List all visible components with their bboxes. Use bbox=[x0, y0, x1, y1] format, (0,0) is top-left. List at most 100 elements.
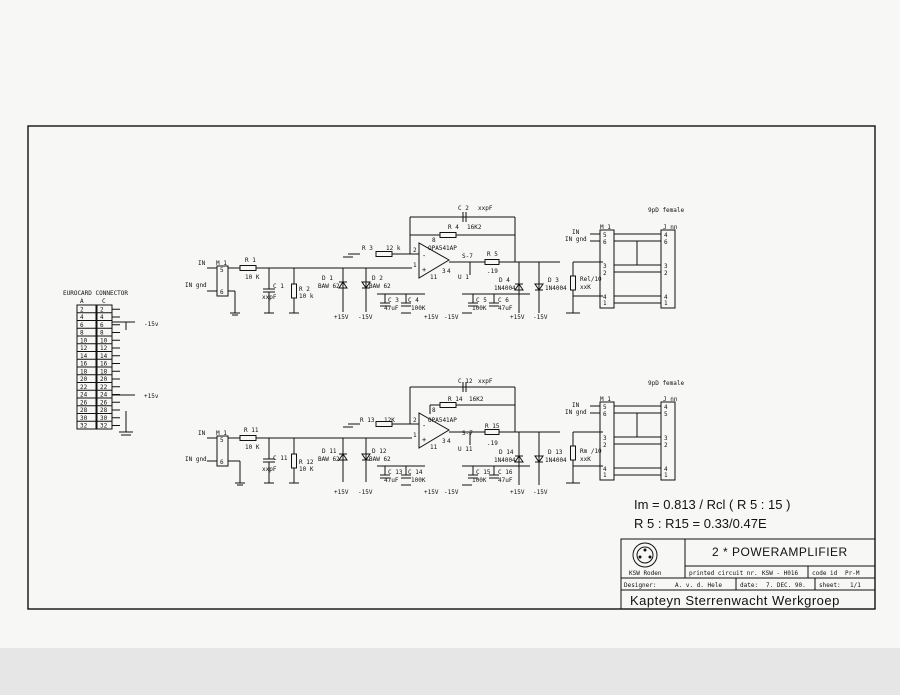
svg-text:-: - bbox=[422, 252, 426, 260]
ch1-r2-value: 10 k bbox=[299, 293, 314, 300]
ch2-r15-label: R 15 bbox=[485, 423, 500, 430]
ch1-d1-label: D 1 bbox=[322, 275, 333, 282]
ch2-c14-value: 100K bbox=[411, 477, 426, 484]
ch2-c11-value: xxpF bbox=[262, 466, 277, 473]
ch1-r5-value: .19 bbox=[487, 268, 498, 275]
svg-text:+15V: +15V bbox=[424, 489, 439, 496]
ch2-c12-label: C 12 bbox=[458, 378, 473, 385]
connector-title: EUROCARD CONNECTOR bbox=[63, 290, 128, 297]
svg-text:1: 1 bbox=[413, 262, 417, 269]
connector-pin-c: 28 bbox=[100, 407, 108, 414]
connector-pin-a: 10 bbox=[80, 337, 88, 344]
ch1-rl-label: Rel/10 bbox=[580, 276, 602, 283]
connector-pin-c: 16 bbox=[100, 361, 108, 368]
svg-text:-15V: -15V bbox=[533, 314, 548, 321]
connector-pin-c: 24 bbox=[100, 392, 108, 399]
ch2-out-in-label: IN bbox=[572, 402, 580, 409]
current-formula: Im = 0.813 / Rcl ( R 5 : 15 ) bbox=[634, 497, 790, 512]
svg-text:3: 3 bbox=[664, 263, 668, 270]
svg-text:2: 2 bbox=[413, 247, 417, 254]
connector-pin-a: 12 bbox=[80, 345, 88, 352]
code-label: code id bbox=[812, 570, 838, 577]
svg-text:6: 6 bbox=[220, 289, 224, 296]
connector-pin-a: 20 bbox=[80, 376, 88, 383]
ch1-out-m1-label: M 1 bbox=[600, 224, 611, 231]
svg-text:2: 2 bbox=[603, 442, 607, 449]
ch1-m1-label: M 1 bbox=[216, 260, 227, 267]
connector-pin-c: 14 bbox=[100, 353, 108, 360]
svg-text:3: 3 bbox=[442, 268, 446, 275]
svg-text:5: 5 bbox=[603, 232, 607, 239]
svg-text:6: 6 bbox=[603, 239, 607, 246]
svg-text:4: 4 bbox=[447, 268, 451, 275]
svg-text:2: 2 bbox=[413, 417, 417, 424]
connector-pin-a: 2 bbox=[80, 306, 84, 313]
ch1-j-label: J nn bbox=[663, 224, 678, 231]
ch1-out-header-label: 9pD female bbox=[648, 207, 685, 214]
ch2-r11-label: R 11 bbox=[244, 427, 259, 434]
ch1-d3-label: D 3 bbox=[548, 277, 559, 284]
drawing-frame bbox=[27, 125, 876, 610]
ch2-opamp-ref: U 11 bbox=[458, 446, 473, 453]
ch2-out-m1-label: M 1 bbox=[600, 396, 611, 403]
resistor-ratio-note: R 5 : R15 = 0.33/0.47E bbox=[634, 516, 767, 531]
svg-text:-15V: -15V bbox=[444, 314, 459, 321]
logo-caption: KSW Roden bbox=[629, 570, 662, 577]
ch1-r4-label: R 4 bbox=[448, 224, 459, 231]
connector-pin-c: 4 bbox=[100, 314, 104, 321]
svg-text:4: 4 bbox=[664, 404, 668, 411]
svg-text:5: 5 bbox=[664, 411, 668, 418]
ch1-c2-label: C 2 bbox=[458, 205, 469, 212]
channel-1-amplifier: IN IN gnd M 1 5 6 R 1 10 K C 1 xxpF R 2 … bbox=[185, 205, 685, 321]
ch1-opamp-label: OPA541AP bbox=[428, 245, 457, 252]
svg-text:S-7: S-7 bbox=[462, 253, 473, 260]
connector-pin-c: 22 bbox=[100, 384, 108, 391]
ch1-c2-value: xxpF bbox=[478, 205, 493, 212]
ch2-in-gnd-label: IN gnd bbox=[185, 456, 207, 463]
svg-text:11: 11 bbox=[430, 444, 438, 451]
ch2-in-label: IN bbox=[198, 430, 206, 437]
ch1-c3-label: C 3 bbox=[388, 297, 399, 304]
svg-text:+15V: +15V bbox=[510, 314, 525, 321]
ch2-j-label: J nn bbox=[663, 396, 678, 403]
ch1-r1-value: 10 K bbox=[245, 274, 260, 281]
svg-text:1: 1 bbox=[413, 432, 417, 439]
svg-text:+15V: +15V bbox=[510, 489, 525, 496]
svg-text:6: 6 bbox=[664, 239, 668, 246]
ch2-out-header-label: 9pD female bbox=[648, 380, 685, 387]
ch2-c16-value: 47uF bbox=[498, 477, 513, 484]
svg-text:6: 6 bbox=[220, 459, 224, 466]
ch2-c12-value: xxpF bbox=[478, 378, 493, 385]
ch1-c1-value: xxpF bbox=[262, 294, 277, 301]
connector-pin-a: 32 bbox=[80, 423, 88, 430]
svg-text:+15V: +15V bbox=[424, 314, 439, 321]
connector-pin-c: 32 bbox=[100, 423, 108, 430]
ch2-r15-value: .19 bbox=[487, 440, 498, 447]
ch1-r1-label: R 1 bbox=[245, 257, 256, 264]
ch2-c13-value: 47uF bbox=[384, 477, 399, 484]
ch1-d3-value: 1N4004 bbox=[545, 285, 567, 292]
connector-pin-a: 22 bbox=[80, 384, 88, 391]
ch2-opamp-label: OPA541AP bbox=[428, 417, 457, 424]
channel-2-amplifier: IN IN gnd M 1 5 6 R 11 10 K C 11 xxpF R … bbox=[185, 378, 685, 496]
ch1-c4-label: C 4 bbox=[408, 297, 419, 304]
svg-text:+: + bbox=[422, 266, 426, 274]
ch2-r11-value: 10 K bbox=[245, 444, 260, 451]
ch2-out-in-gnd-label: IN gnd bbox=[565, 409, 587, 416]
ch2-r13-value: 12K bbox=[384, 417, 395, 424]
ch2-c11-label: C 11 bbox=[273, 455, 288, 462]
svg-text:+: + bbox=[422, 436, 426, 444]
svg-text:-15V: -15V bbox=[358, 489, 373, 496]
connector-pin-c: 6 bbox=[100, 322, 104, 329]
ch1-opamp-symbol bbox=[418, 242, 450, 279]
svg-text:8: 8 bbox=[432, 407, 436, 414]
ch2-d12-label: D 12 bbox=[372, 448, 387, 455]
connector-pin-c: 30 bbox=[100, 415, 108, 422]
svg-text:4: 4 bbox=[664, 466, 668, 473]
ch2-c14-label: C 14 bbox=[408, 469, 423, 476]
ch1-d2-label: D 2 bbox=[372, 275, 383, 282]
svg-text:1: 1 bbox=[664, 472, 668, 479]
svg-text:3: 3 bbox=[603, 435, 607, 442]
ch1-opamp-ref: U 1 bbox=[458, 274, 469, 281]
